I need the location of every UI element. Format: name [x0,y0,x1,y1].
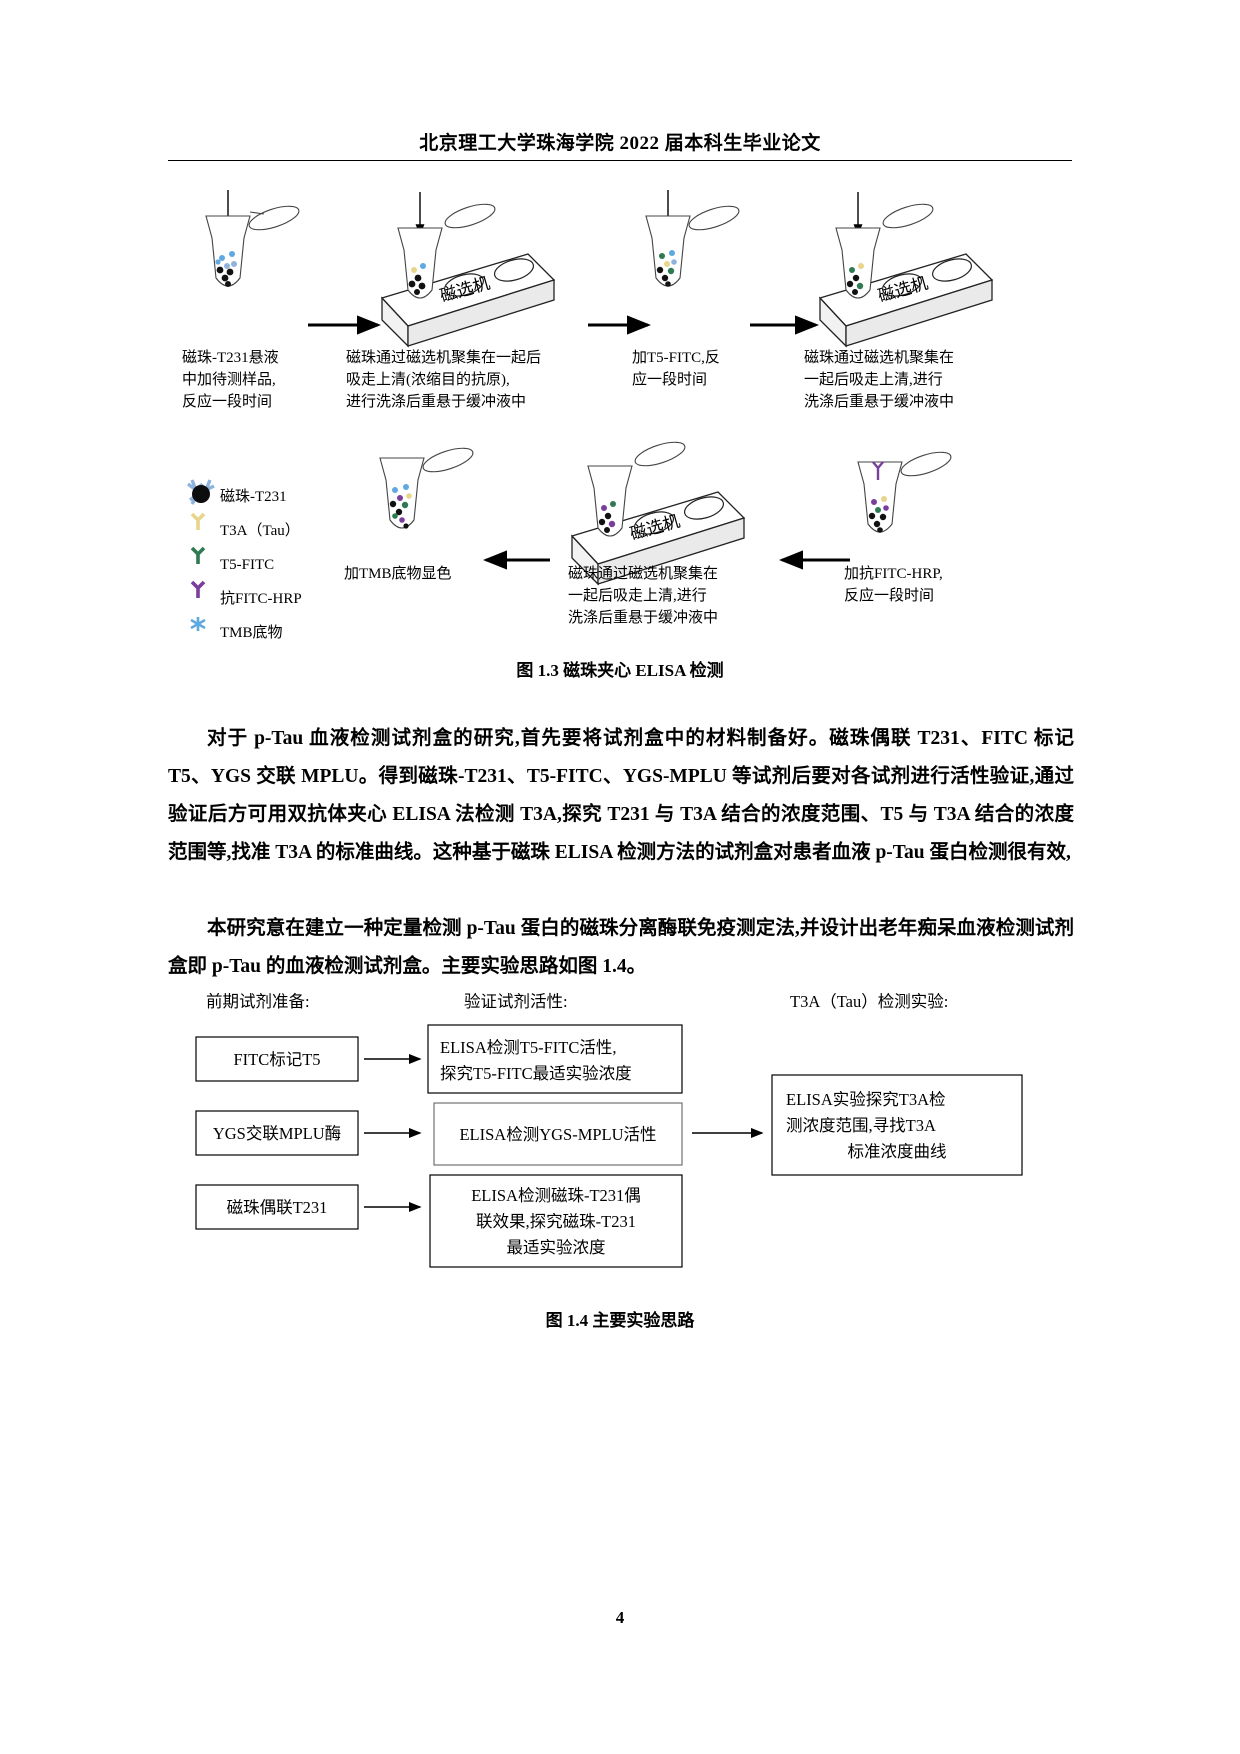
svg-text:ELISA检测磁珠-T231偶: ELISA检测磁珠-T231偶 [471,1186,641,1205]
svg-text:磁珠通过磁选机聚集在: 磁珠通过磁选机聚集在 [804,349,954,366]
flow-middle-box-1: ELISA检测T5-FITC活性, 探究T5-FITC最适实验浓度 [427,1024,683,1094]
svg-text:加TMB底物显色: 加TMB底物显色 [344,565,452,582]
step4-caption: 磁珠通过磁选机聚集在 一起后吸走上清,进行 洗涤后重悬于缓冲液中 [804,349,954,410]
step3-tube [645,190,740,287]
figure-1-3-magnetic-bead-elisa: 磁选机 [168,170,1072,640]
svg-text:探究T5-FITC最适实验浓度: 探究T5-FITC最适实验浓度 [440,1064,632,1083]
legend-label-t5fitc: T5-FITC [220,557,274,573]
svg-text:磁珠通过磁选机聚集在: 磁珠通过磁选机聚集在 [568,565,718,582]
svg-text:磁珠-T231悬液: 磁珠-T231悬液 [182,349,279,366]
svg-text:加T5-FITC,反: 加T5-FITC,反 [632,349,720,366]
legend-marker-t3a [190,512,206,530]
legend-marker-tmb [190,617,206,631]
legend-marker-antifitc-hrp [190,580,206,598]
flow-left-box-1: FITC标记T5 [195,1036,359,1082]
figure-1-4-caption: 图 1.4 主要实验思路 [545,1311,695,1330]
svg-text:反应一段时间: 反应一段时间 [182,392,272,410]
svg-text:ELISA检测T5-FITC活性,: ELISA检测T5-FITC活性, [440,1038,616,1057]
header-divider [168,160,1072,161]
legend-marker-t5fitc [190,546,206,564]
flow-middle-box-2: ELISA检测YGS-MPLU活性 [433,1102,683,1166]
svg-text:测浓度范围,寻找T3A: 测浓度范围,寻找T3A [786,1116,936,1135]
svg-text:吸走上清(浓缩目的抗原),: 吸走上清(浓缩目的抗原), [346,371,510,388]
legend-label-t3a: T3A（Tau） [220,522,300,539]
svg-text:反应一段时间: 反应一段时间 [844,586,934,604]
legend-label-bead: 磁珠-T231 [220,488,287,505]
svg-text:FITC标记T5: FITC标记T5 [233,1050,320,1069]
flow-column-title-3: T3A（Tau）检测实验: [790,992,948,1011]
svg-text:ELISA实验探究T3A检: ELISA实验探究T3A检 [786,1090,946,1109]
flow-left-box-3: 磁珠偶联T231 [195,1184,359,1230]
svg-text:最适实验浓度: 最适实验浓度 [507,1238,606,1257]
svg-text:磁珠偶联T231: 磁珠偶联T231 [227,1198,328,1217]
svg-text:磁珠通过磁选机聚集在一起后: 磁珠通过磁选机聚集在一起后 [346,349,541,366]
step1-caption: 磁珠-T231悬液 中加待测样品, 反应一段时间 [182,349,279,410]
flow-left-box-2: YGS交联MPLU酶 [195,1110,359,1156]
legend-label-tmb: TMB底物 [220,624,283,640]
legend-marker-bead [186,479,215,505]
step2-caption: 磁珠通过磁选机聚集在一起后 吸走上清(浓缩目的抗原), 进行洗涤后重悬于缓冲液中 [346,349,541,410]
svg-text:标准浓度曲线: 标准浓度曲线 [848,1142,947,1161]
svg-text:一起后吸走上清,进行: 一起后吸走上清,进行 [804,371,943,388]
page-header: 北京理工大学珠海学院 2022 届本科生毕业论文 [419,133,821,154]
svg-text:洗涤后重悬于缓冲液中: 洗涤后重悬于缓冲液中 [804,393,954,410]
step4-magnetic-separator: 磁选机 [818,192,994,348]
svg-text:ELISA检测YGS-MPLU活性: ELISA检测YGS-MPLU活性 [459,1125,656,1144]
step6-caption: 磁珠通过磁选机聚集在 一起后吸走上清,进行 洗涤后重悬于缓冲液中 [568,565,718,626]
page-number: 4 [615,1608,625,1627]
svg-text:应一段时间: 应一段时间 [632,370,707,388]
step5-tube [857,451,952,533]
paragraph-2: 本研究意在建立一种定量检测 p-Tau 蛋白的磁珠分离酶联免疫测定法,并设计出老… [168,917,1074,977]
flow-column-title-1: 前期试剂准备: [206,992,310,1011]
figure-1-3-legend: 磁珠-T231 T3A（Tau） T5-FITC 抗FITC-HRP TMB底物 [186,479,302,640]
figure-1-4-experimental-flowchart: 前期试剂准备: 验证试剂活性: T3A（Tau）检测实验: FITC标记T5 Y… [168,985,1072,1295]
flow-middle-box-3: ELISA检测磁珠-T231偶 联效果,探究磁珠-T231 最适实验浓度 [429,1174,683,1268]
svg-text:联效果,探究磁珠-T231: 联效果,探究磁珠-T231 [476,1212,636,1231]
svg-text:YGS交联MPLU酶: YGS交联MPLU酶 [213,1124,341,1143]
figure-1-3-caption: 图 1.3 磁珠夹心 ELISA 检测 [516,661,724,680]
step6-magnetic-separator: 磁选机 [570,441,746,586]
step1-tube [205,190,300,287]
svg-text:进行洗涤后重悬于缓冲液中: 进行洗涤后重悬于缓冲液中 [346,393,526,410]
step7-caption: 加TMB底物显色 [344,565,452,582]
svg-text:一起后吸走上清,进行: 一起后吸走上清,进行 [568,587,707,604]
svg-text:加抗FITC-HRP,: 加抗FITC-HRP, [844,565,943,582]
flow-column-title-2: 验证试剂活性: [464,992,568,1011]
paragraph-1: 对于 p-Tau 血液检测试剂盒的研究,首先要将试剂盒中的材料制备好。磁珠偶联 … [168,727,1074,863]
svg-text:中加待测样品,: 中加待测样品, [182,371,276,388]
step5-caption: 加抗FITC-HRP, 反应一段时间 [844,565,943,604]
legend-label-antifitc-hrp: 抗FITC-HRP [220,590,302,607]
svg-text:洗涤后重悬于缓冲液中: 洗涤后重悬于缓冲液中 [568,609,718,626]
step3-caption: 加T5-FITC,反 应一段时间 [632,349,720,388]
step2-magnetic-separator: 磁选机 [380,192,556,348]
flow-right-box: ELISA实验探究T3A检 测浓度范围,寻找T3A 标准浓度曲线 [771,1074,1023,1176]
step7-tube [379,447,474,529]
